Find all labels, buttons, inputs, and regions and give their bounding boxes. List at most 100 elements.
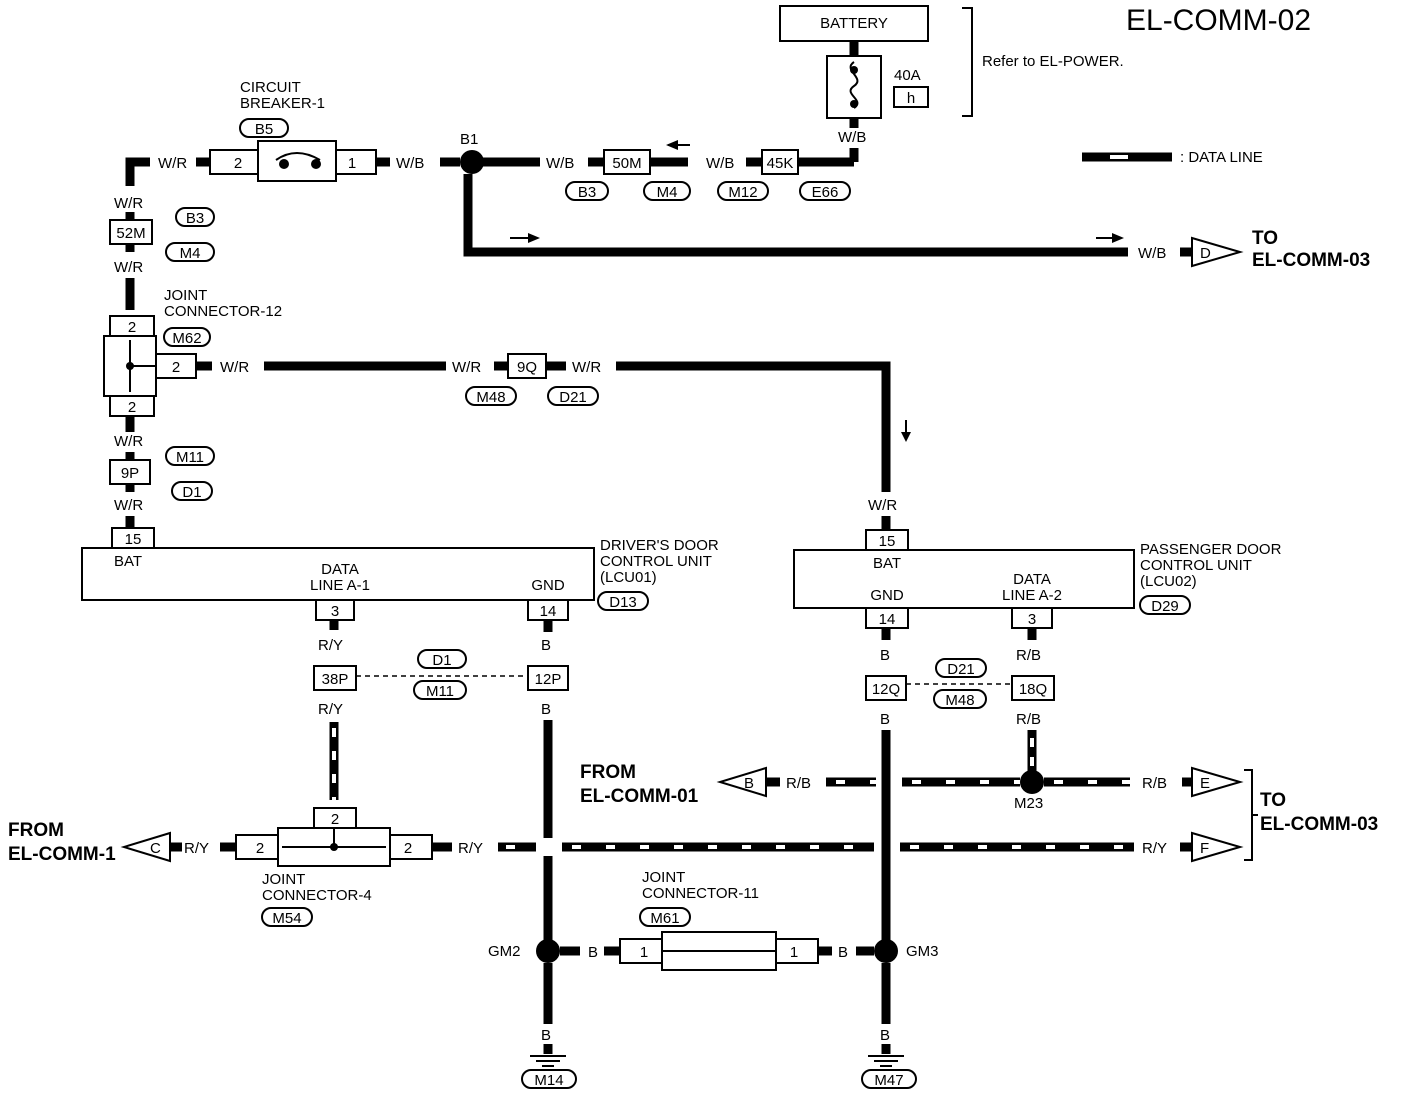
driver-pin-bat: 15 (125, 531, 142, 548)
refer-bracket (962, 7, 973, 117)
driver-door-control-unit: 15 BAT DATA LINE A-1 GND DRIVER'S DOOR C… (81, 527, 719, 621)
pill-m62: M62 (172, 330, 201, 347)
driver-name-2: CONTROL UNIT (600, 553, 712, 570)
pill-d21: D21 (559, 389, 587, 406)
ground-splice-gm2 (536, 939, 560, 963)
wire-label-wr: W/R (114, 195, 143, 212)
wire-label-b: B (541, 637, 551, 654)
wire-label-b: B (838, 944, 848, 961)
connector-38p-label: 38P (322, 671, 349, 688)
from-src-label: EL-COMM-1 (8, 844, 116, 865)
to-bracket (1244, 769, 1258, 861)
driver-name-3: (LCU01) (600, 569, 657, 586)
breaker-label-1: CIRCUIT (240, 79, 301, 96)
wire-label-wb: W/B (1138, 245, 1166, 262)
pass-gnd-label: GND (870, 587, 904, 604)
pill-m48: M48 (945, 692, 974, 709)
to-dest-label: EL-COMM-03 (1260, 814, 1378, 835)
driver-pin-gnd: 14 (540, 603, 557, 620)
pill-m47: M47 (874, 1072, 903, 1089)
breaker-pin-left: 2 (234, 155, 242, 172)
connector-12q (865, 675, 907, 701)
pill-m48: M48 (476, 389, 505, 406)
jc12-pin-bottom: 2 (128, 399, 136, 416)
driver-data-label-2: LINE A-1 (310, 577, 370, 594)
connector-12p (527, 665, 569, 691)
to-label: TO (1260, 790, 1286, 811)
wire-label-wr: W/R (572, 359, 601, 376)
connector-arrow-b (716, 766, 767, 798)
legend-label: : DATA LINE (1180, 149, 1263, 166)
connector-12p-label: 12P (535, 671, 562, 688)
wire-label-wr: W/R (158, 155, 187, 172)
wire-label-ry: R/Y (318, 701, 343, 718)
connector-50m-label: 50M (612, 155, 641, 172)
circuit-breaker: CIRCUIT BREAKER-1 B5 2 1 (209, 79, 390, 182)
jc12-label-2: CONNECTOR-12 (164, 303, 282, 320)
gm2-label: GM2 (488, 943, 521, 960)
wire-label-wb: W/B (706, 155, 734, 172)
pill-b5: B5 (255, 121, 273, 138)
pill-d13: D13 (609, 594, 637, 611)
breaker-label-2: BREAKER-1 (240, 95, 325, 112)
battery: BATTERY 40A h Refer to EL-POWER. W/B (779, 5, 1124, 146)
wire-label-ry: R/Y (1142, 840, 1167, 857)
wire-label-wr: W/R (452, 359, 481, 376)
m23-label: M23 (1014, 795, 1043, 812)
pill-m4: M4 (657, 184, 678, 201)
pill-d29: D29 (1151, 598, 1179, 615)
wire-label-wr: W/R (114, 497, 143, 514)
driver-pin-data: 3 (331, 603, 339, 620)
jc12-pin-top: 2 (128, 319, 136, 336)
top-connector-ids: B3 M4 M12 E66 (565, 181, 851, 201)
splice-b1-label: B1 (460, 131, 478, 148)
from-src-label: EL-COMM-01 (580, 786, 699, 807)
fuse-rating: 40A (894, 67, 921, 84)
pass-name-2: CONTROL UNIT (1140, 557, 1252, 574)
pass-data-label-1: DATA (1013, 571, 1051, 588)
wire-label-wb: W/B (396, 155, 424, 172)
jc11-pin-left: 1 (640, 944, 648, 961)
jc11-label-1: JOINT (642, 869, 685, 886)
jc11-pin-right: 1 (790, 944, 798, 961)
joint-connector-4: 2 2 2 JOINT CONNECTOR-4 M54 (235, 807, 433, 927)
connector-45k-label: 45K (767, 155, 794, 172)
jc4-pin-right: 2 (404, 840, 412, 857)
wire-label-rb: R/B (1016, 647, 1041, 664)
connector-arrow-c (120, 831, 171, 863)
connector-12q-label: 12Q (872, 681, 900, 698)
ground-icon (868, 1055, 904, 1067)
ground-splice-gm3 (874, 939, 898, 963)
wire-label-b: B (541, 701, 551, 718)
pass-pin-data: 3 (1028, 611, 1036, 628)
pill-d1: D1 (182, 484, 201, 501)
breaker-contact-icon (275, 152, 321, 161)
driver-name-1: DRIVER'S DOOR (600, 537, 719, 554)
pill-m4: M4 (180, 245, 201, 262)
to-dest-label: EL-COMM-03 (1252, 250, 1370, 271)
wire-label-rb: R/B (1016, 711, 1041, 728)
connector-arrow-e (1191, 766, 1244, 798)
refer-text: Refer to EL-POWER. (982, 53, 1124, 70)
connector-arrow-d-label: D (1200, 245, 1211, 262)
from-label: FROM (580, 762, 636, 783)
data-line-legend: : DATA LINE (1082, 149, 1263, 166)
jc4-pin-top: 2 (331, 811, 339, 828)
driver-gnd-label: GND (531, 577, 565, 594)
to-label: TO (1252, 228, 1278, 249)
breaker-pin-right: 1 (348, 155, 356, 172)
wire-label-rb: R/B (786, 775, 811, 792)
connector-18q-label: 18Q (1019, 681, 1047, 698)
wire-label-b: B (880, 711, 890, 728)
pass-name-1: PASSENGER DOOR (1140, 541, 1282, 558)
pill-m54: M54 (272, 910, 301, 927)
connector-arrow-c-label: C (150, 840, 161, 857)
diagram-title: EL-COMM-02 (1126, 4, 1311, 37)
pill-m12: M12 (728, 184, 757, 201)
pill-m14: M14 (534, 1072, 563, 1089)
connector-arrow-b-label: B (744, 775, 754, 792)
joint-connector-12: JOINT CONNECTOR-12 M62 2 2 2 (103, 287, 282, 417)
jc12-pin-right: 2 (172, 359, 180, 376)
connector-arrow-f-label: F (1200, 840, 1209, 857)
